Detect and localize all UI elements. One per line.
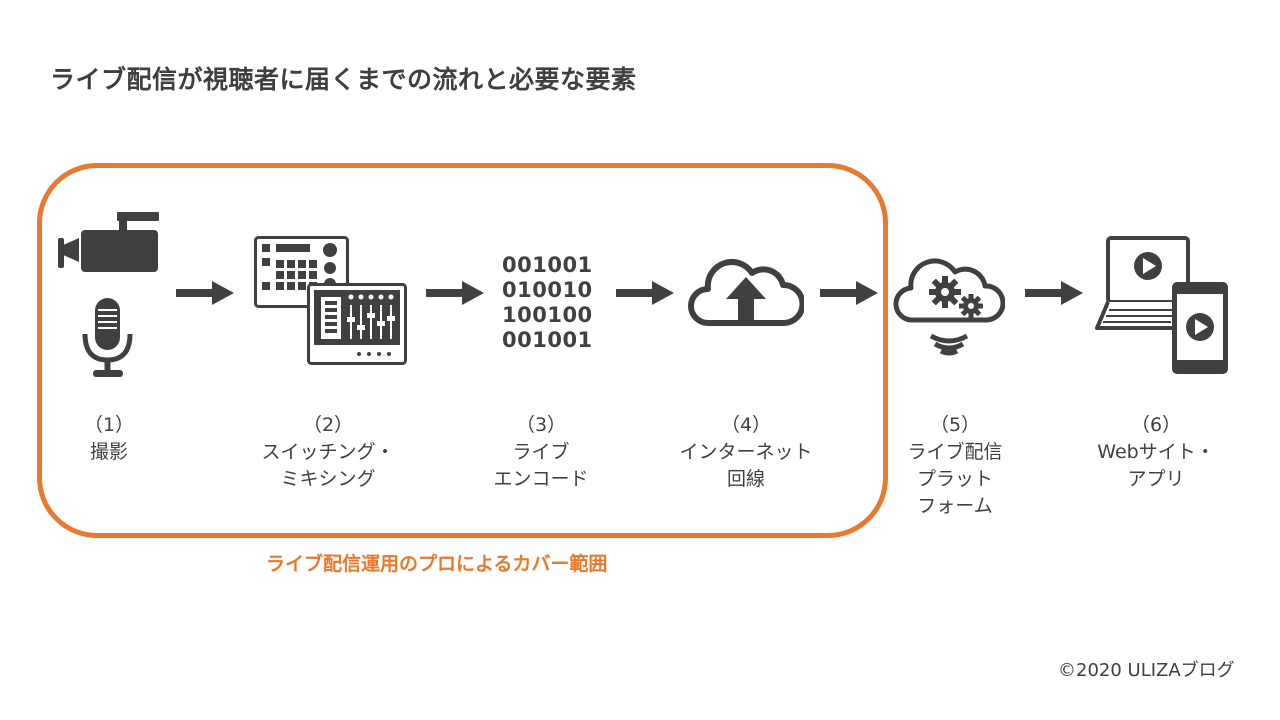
step-text: エンコード (493, 468, 589, 490)
step-text: インターネット (679, 441, 813, 463)
smartphone-play-icon (1172, 282, 1228, 374)
step-text: ミキシング (280, 468, 376, 490)
binary-line: 010010 (502, 278, 593, 302)
flow-arrow (426, 281, 484, 305)
step-text: ライブ配信 (907, 441, 1003, 463)
binary-line: 001001 (502, 328, 593, 350)
step-number: （2） (302, 414, 354, 436)
step-number: （4） (720, 414, 772, 436)
binary-code-icon: 001001 010010 100100 001001 (502, 253, 593, 350)
step-text: ライブ (512, 441, 570, 463)
step-text: Webサイト・ (1097, 441, 1215, 463)
step-text: 回線 (726, 468, 765, 490)
microphone-icon (82, 298, 133, 377)
cloud-upload-icon (688, 258, 804, 326)
binary-line: 100100 (502, 303, 593, 327)
step-text: スイッチング・ (261, 441, 395, 463)
step-number: （3） (515, 414, 567, 436)
step-4-label: （4） インターネット 回線 (656, 412, 836, 493)
step-2-label: （2） スイッチング・ ミキシング (238, 412, 418, 493)
flow-arrow (176, 281, 234, 305)
coverage-frame (37, 163, 888, 538)
step-3-label: （3） ライブ エンコード (451, 412, 631, 493)
audio-mixer-icon (307, 283, 407, 365)
flow-arrow (616, 281, 674, 305)
step-number: （6） (1130, 414, 1182, 436)
step-text: 撮影 (89, 441, 128, 463)
page-title: ライブ配信が視聴者に届くまでの流れと必要な要素 (50, 65, 637, 94)
step-number: （1） (83, 414, 135, 436)
coverage-caption: ライブ配信運用のプロによるカバー範囲 (266, 553, 608, 575)
step-6-label: （6） Webサイト・ アプリ (1066, 412, 1246, 493)
step-5-label: （5） ライブ配信 プラット フォーム (865, 412, 1045, 520)
step-1-label: （1） 撮影 (19, 412, 199, 466)
video-camera-icon (58, 212, 159, 272)
copyright-notice: ©2020 ULIZAブログ (1058, 660, 1235, 681)
step-text: アプリ (1127, 468, 1185, 490)
cloud-gears-icon (893, 258, 1005, 356)
step-number: （5） (929, 414, 981, 436)
laptop-play-icon (1095, 236, 1190, 330)
step-text: プラット (916, 468, 993, 490)
step-text: フォーム (917, 495, 993, 517)
binary-line: 001001 (502, 253, 593, 277)
flow-arrow (820, 281, 878, 305)
flow-arrow (1025, 281, 1083, 305)
